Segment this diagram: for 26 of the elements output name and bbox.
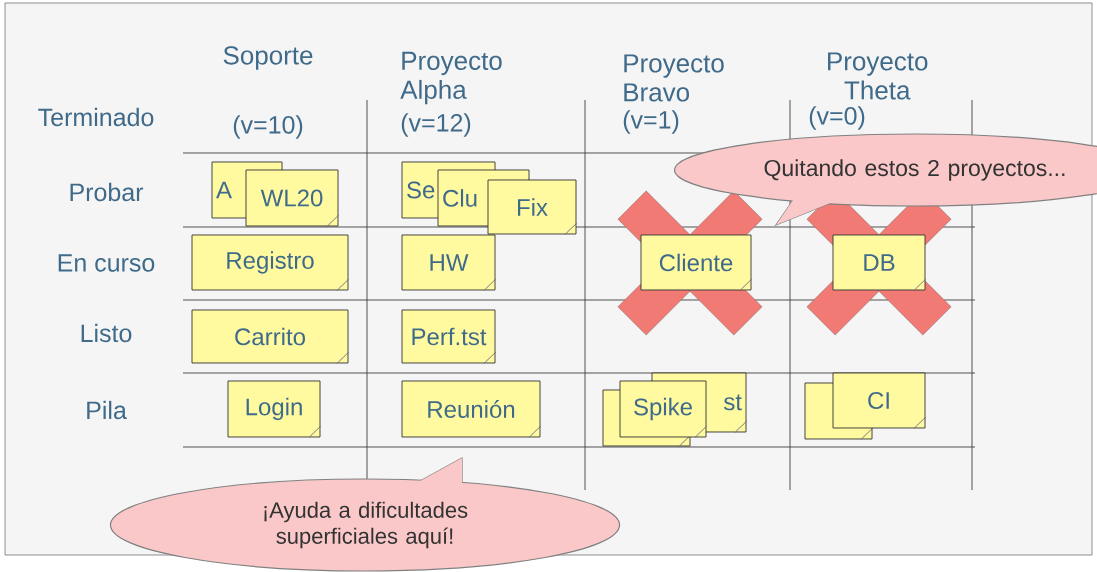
column-header: Soporte (223, 46, 313, 70)
speech-bubble: ¡Ayuda a dificultades superficiales aquí! (109, 456, 621, 572)
column-header: Proyecto Bravo (624, 54, 724, 102)
sticky-note: Registro (191, 234, 349, 291)
sticky-note: Cliente (640, 234, 752, 291)
header-label: (v=12) (401, 113, 471, 137)
sticky-note: Perf.tst (401, 309, 496, 364)
header-label: (v=10) (233, 115, 303, 139)
row-label: Pila (87, 400, 127, 420)
sticky-note: Login (227, 380, 321, 438)
sticky-note: Carrito (191, 309, 349, 364)
sticky-note: CI (832, 372, 926, 429)
row-label: Probar (70, 182, 144, 202)
sticky-note: Fix (487, 179, 577, 235)
sticky-note: Spike (619, 380, 707, 438)
header-label: Terminado (38, 107, 154, 127)
sticky-note: HW (401, 234, 496, 291)
sticky-note: DB (832, 234, 926, 291)
row-label: Listo (81, 323, 132, 343)
speech-bubble: Quitando estos 2 proyectos... (674, 133, 1097, 227)
sticky-note: Reunión (401, 380, 541, 438)
column-header: Proyecto Alpha (400, 51, 502, 105)
header-label: (v=1) (623, 110, 679, 134)
row-label: En curso (58, 254, 155, 272)
sticky-note: WL20 (245, 169, 339, 227)
column-header: Proyecto Theta (828, 52, 928, 100)
